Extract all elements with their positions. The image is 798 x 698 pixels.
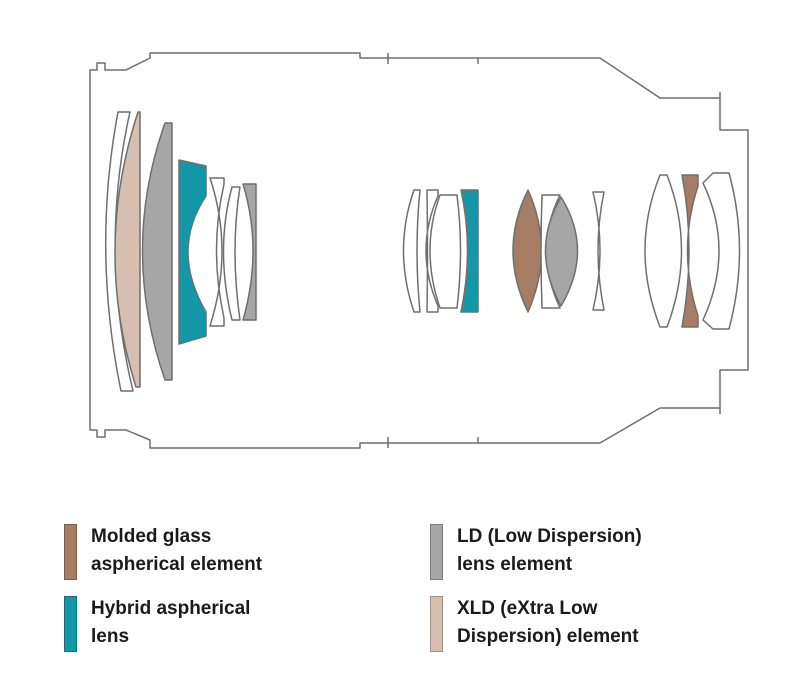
legend-label-molded-line1: Molded glass (91, 526, 212, 547)
lens-barrel-outline (89, 52, 749, 449)
legend-swatch-hybrid (64, 596, 77, 652)
lens-element-4 (178, 159, 207, 345)
lens-element-12 (512, 189, 543, 313)
lens-element-6 (222, 186, 241, 321)
lens-construction-diagram (89, 52, 749, 449)
barrel-seam-ticks (387, 53, 721, 448)
legend-label-molded: Molded glass aspherical element (91, 523, 262, 579)
legend-swatch-molded (64, 524, 77, 580)
legend-label-ld: LD (Low Dispersion) lens element (457, 523, 642, 579)
lens-elements (104, 111, 741, 392)
lens-element-14 (544, 196, 579, 307)
lens-element-9 (425, 189, 439, 313)
lens-element-18 (702, 172, 741, 330)
lens-element-15 (592, 191, 605, 311)
lens-element-17 (681, 174, 699, 328)
lens-element-16 (644, 174, 683, 328)
legend-item-hybrid: Hybrid aspherical lens (64, 596, 250, 652)
legend-swatch-ld (430, 524, 443, 580)
legend-label-ld-line1: LD (Low Dispersion) (457, 526, 642, 547)
legend-label-xld-line2: Dispersion) element (457, 626, 639, 647)
legend-label-xld-line1: XLD (eXtra Low (457, 598, 598, 619)
legend-label-molded-line2: aspherical element (91, 554, 263, 575)
legend-label-hybrid-line1: Hybrid aspherical (91, 598, 251, 619)
lens-element-11 (460, 189, 479, 313)
lens-element-2 (114, 111, 141, 388)
lens-element-3 (141, 122, 173, 381)
lens-element-1 (104, 111, 134, 392)
legend-label-xld: XLD (eXtra Low Dispersion) element (457, 595, 639, 651)
lens-element-5 (209, 177, 225, 327)
legend-label-hybrid: Hybrid aspherical lens (91, 595, 250, 651)
legend-swatch-xld (430, 596, 443, 652)
lens-element-7 (242, 183, 257, 321)
lens-element-8 (402, 189, 421, 313)
legend-label-ld-line2: lens element (457, 554, 573, 575)
legend-item-ld: LD (Low Dispersion) lens element (430, 524, 642, 580)
legend-item-molded: Molded glass aspherical element (64, 524, 262, 580)
legend-item-xld: XLD (eXtra Low Dispersion) element (430, 596, 639, 652)
lens-element-10 (429, 194, 462, 309)
legend-label-hybrid-line2: lens (91, 626, 130, 647)
